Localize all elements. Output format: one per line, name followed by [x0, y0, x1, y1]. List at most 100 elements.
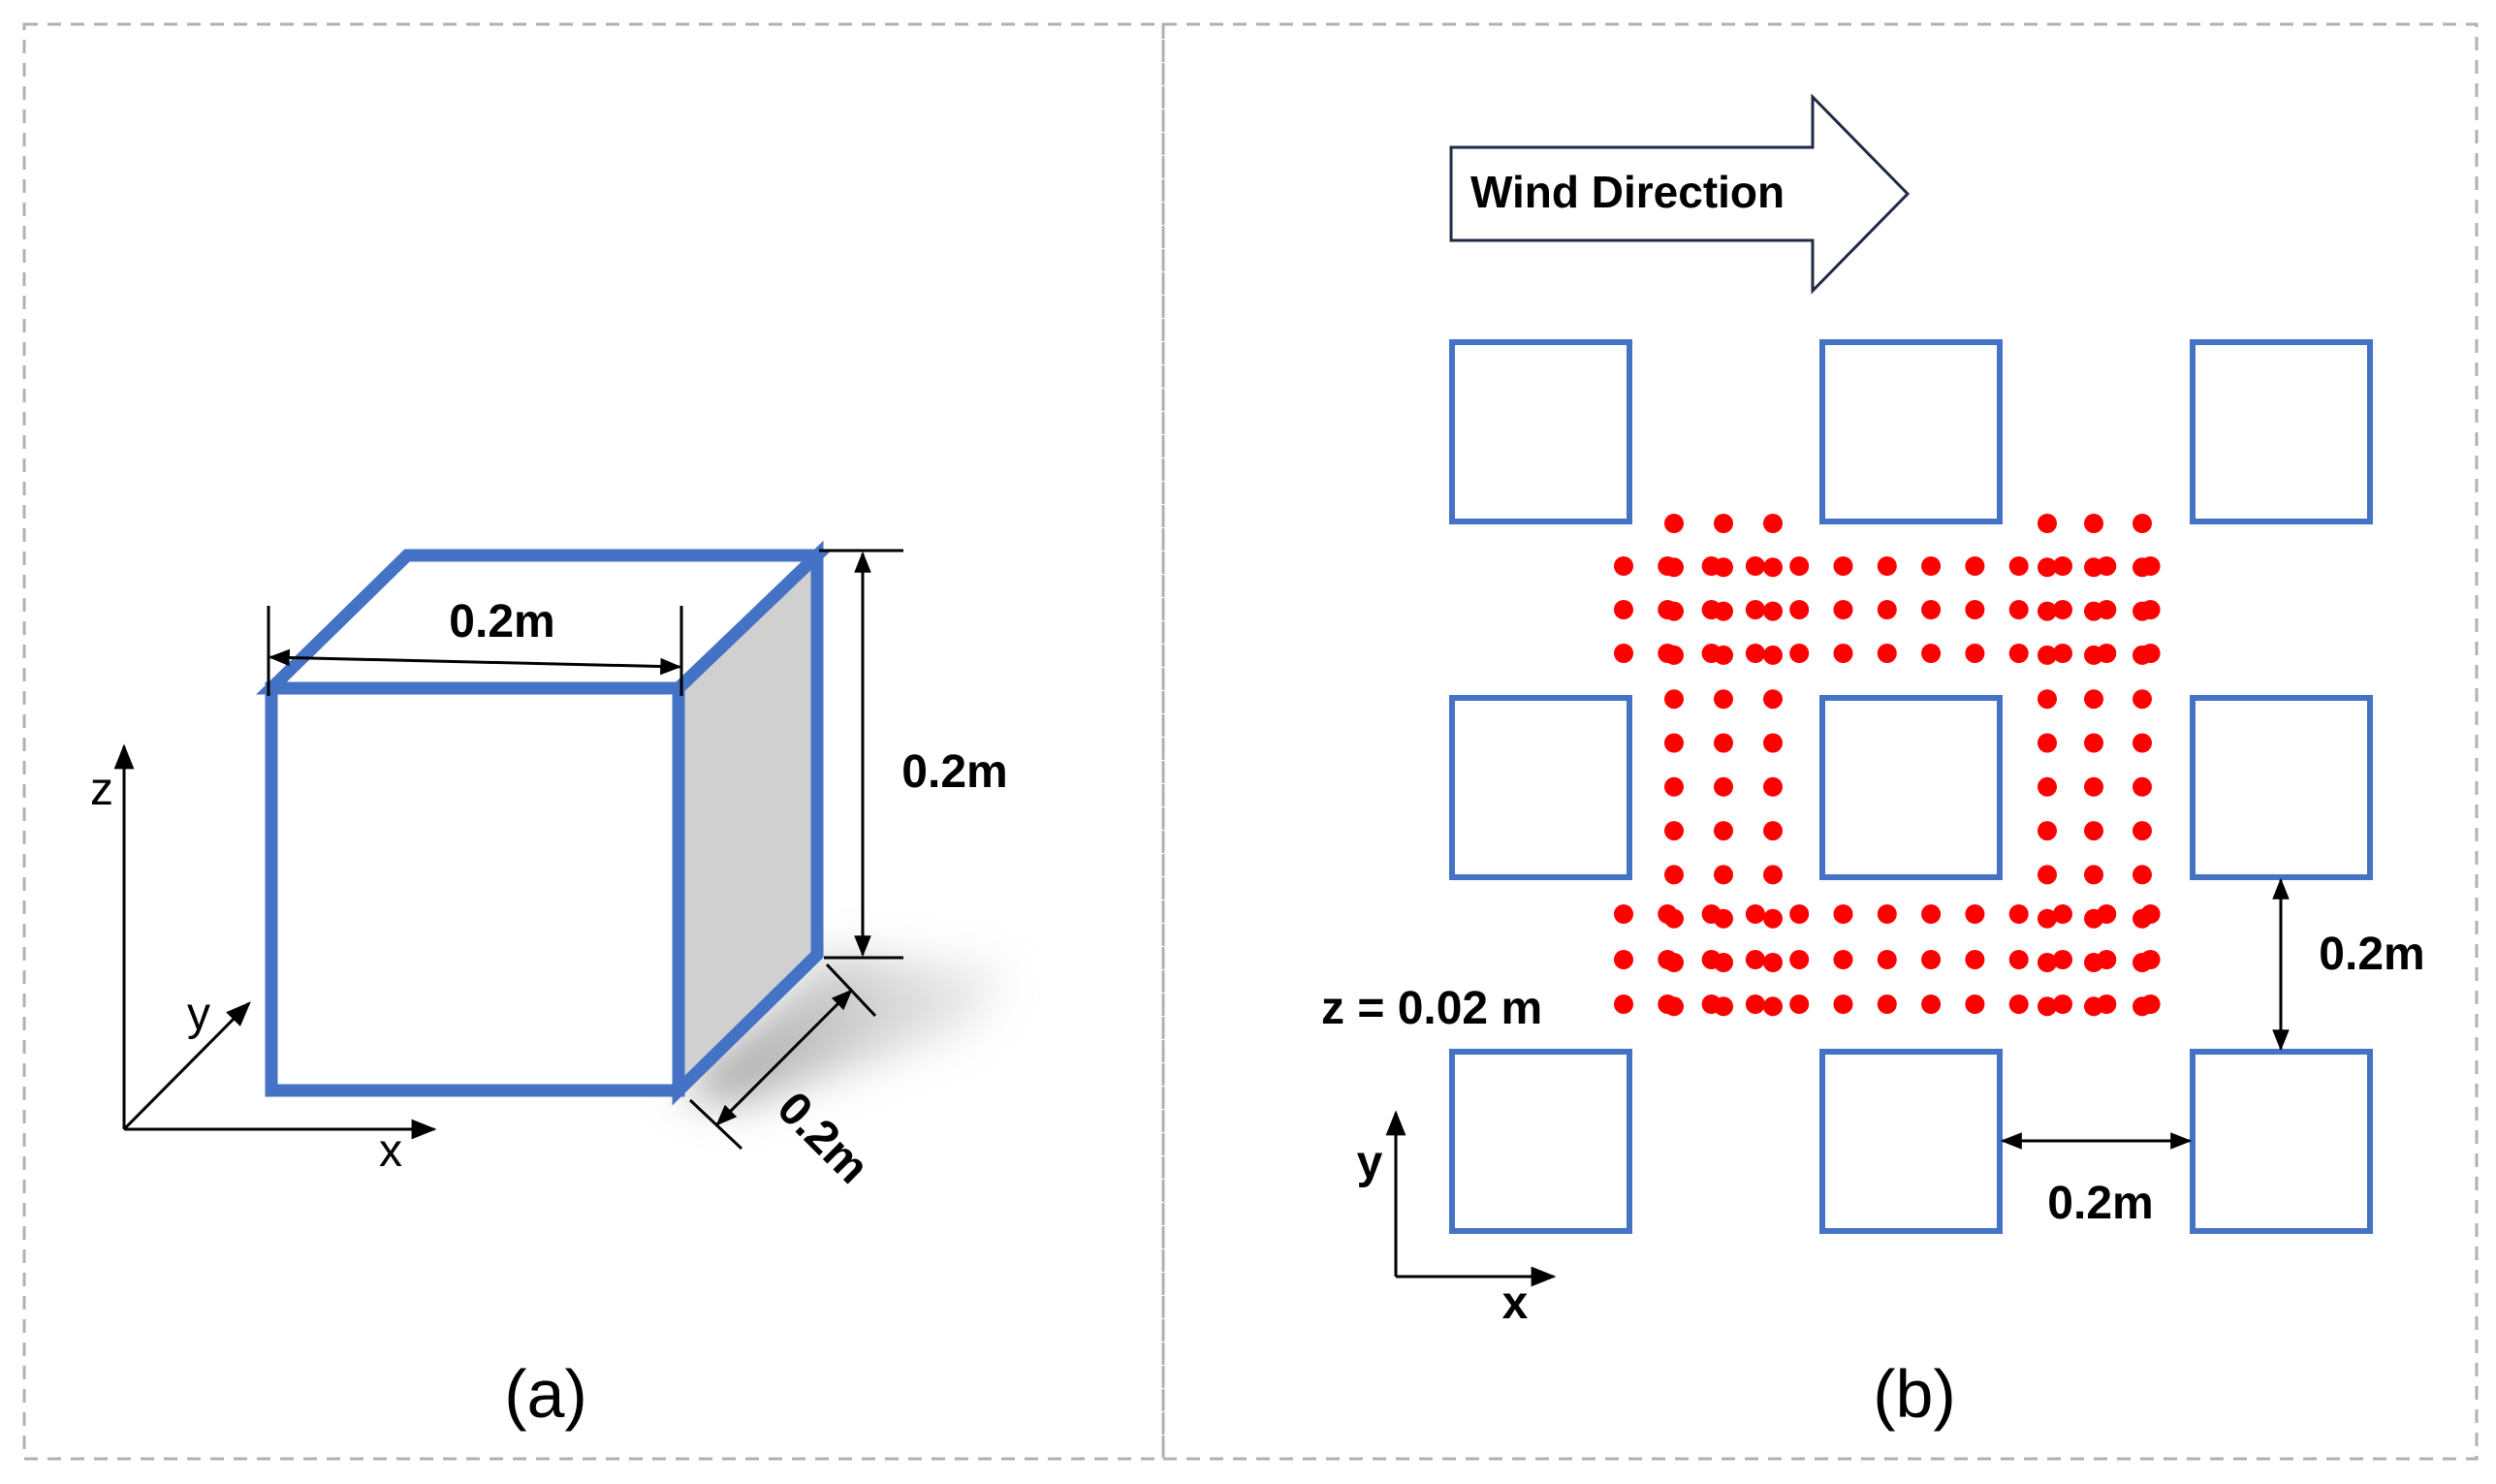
- block: [2190, 1049, 2373, 1234]
- block: [1449, 695, 1632, 880]
- sample-point: [1714, 514, 1733, 533]
- sample-point: [1745, 995, 1765, 1014]
- sample-point: [1965, 600, 1985, 619]
- sample-point: [1658, 644, 1678, 663]
- sample-point: [1745, 556, 1765, 576]
- sample-point: [1614, 995, 1633, 1014]
- sample-point: [2053, 904, 2072, 924]
- sample-points: [1614, 514, 2161, 1017]
- sample-point: [2084, 689, 2103, 710]
- sample-point: [2053, 950, 2072, 969]
- sample-point: [1763, 996, 1783, 1017]
- wind-direction-label: Wind Direction: [1470, 167, 1785, 217]
- wind-arrow-icon: [1449, 93, 1911, 295]
- sample-point: [1833, 904, 1853, 924]
- sample-point: [1664, 514, 1684, 533]
- sample-point: [1701, 904, 1722, 924]
- sample-point: [1745, 950, 1765, 969]
- sample-point: [1763, 953, 1783, 972]
- sample-point: [2140, 644, 2161, 663]
- block: [2190, 695, 2373, 880]
- sample-point: [2097, 644, 2117, 663]
- sample-point: [2038, 996, 2057, 1017]
- panel-a-label: (a): [504, 1356, 587, 1432]
- sample-point: [1763, 601, 1783, 621]
- sample-point: [1714, 821, 1733, 841]
- sample-point: [1877, 950, 1897, 969]
- sample-point: [2038, 776, 2057, 797]
- cube-front-face: [265, 681, 685, 1097]
- sample-point: [2133, 821, 2152, 841]
- sample-point: [1614, 556, 1633, 576]
- panel-b-label: (b): [1873, 1356, 1956, 1432]
- sample-point: [1701, 995, 1722, 1014]
- block: [1819, 1049, 2003, 1234]
- sample-point: [2038, 865, 2057, 885]
- sample-point: [1921, 556, 1942, 576]
- panel-a: 0.2m 0.2m 0.2m z x y (a): [90, 540, 1008, 1432]
- sample-point: [1877, 995, 1897, 1014]
- sample-point: [1664, 776, 1684, 797]
- sample-point: [1965, 950, 1985, 969]
- sample-point: [1965, 644, 1985, 663]
- sample-point: [1763, 645, 1783, 665]
- sample-point: [1701, 644, 1722, 663]
- sample-point: [2084, 733, 2103, 753]
- sample-point: [1745, 644, 1765, 663]
- sample-point: [1789, 995, 1810, 1014]
- sample-point: [1614, 950, 1633, 969]
- block: [1819, 695, 2003, 880]
- sample-point: [2140, 904, 2161, 924]
- axis-z-label: z: [90, 764, 113, 815]
- block: [1819, 339, 2003, 524]
- sample-point: [1614, 904, 1633, 924]
- sample-point: [1745, 600, 1765, 619]
- axis-y-b-label: y: [1357, 1137, 1383, 1188]
- sample-point: [2008, 904, 2029, 924]
- sample-point: [1921, 904, 1942, 924]
- sample-point: [1763, 776, 1783, 797]
- sample-point: [1877, 600, 1897, 619]
- sample-point: [2084, 865, 2103, 885]
- sample-point: [2053, 600, 2072, 619]
- sample-point: [2084, 514, 2103, 533]
- dim-depth-label: 0.2m: [768, 1083, 879, 1194]
- sample-point: [2038, 557, 2057, 578]
- sample-point: [1789, 950, 1810, 969]
- sample-point: [1965, 995, 1985, 1014]
- dim-depth-line: [715, 989, 853, 1126]
- sample-point: [2140, 600, 2161, 619]
- sample-point: [2038, 821, 2057, 841]
- sample-point: [2140, 950, 2161, 969]
- sample-point: [1763, 733, 1783, 753]
- sample-point: [1664, 733, 1684, 753]
- sample-point: [1714, 865, 1733, 885]
- sample-point: [1833, 995, 1853, 1014]
- sample-point: [2133, 733, 2152, 753]
- sample-point: [1658, 600, 1678, 619]
- sample-point: [1877, 904, 1897, 924]
- sample-point: [2053, 556, 2072, 576]
- sample-point: [2133, 865, 2152, 885]
- sample-point: [2008, 644, 2029, 663]
- sample-point: [2038, 601, 2057, 621]
- height-label: z = 0.02 m: [1321, 983, 1542, 1034]
- sample-point: [2133, 689, 2152, 710]
- sample-point: [1701, 950, 1722, 969]
- sample-point: [2140, 556, 2161, 576]
- sample-point: [2053, 995, 2072, 1014]
- sample-point: [1789, 644, 1810, 663]
- sample-point: [2097, 904, 2117, 924]
- gap-vertical-label: 0.2m: [2319, 929, 2424, 980]
- sample-point: [1763, 821, 1783, 841]
- sample-point: [1965, 904, 1985, 924]
- sample-point: [2038, 689, 2057, 710]
- sample-point: [2053, 644, 2072, 663]
- sample-point: [2097, 995, 2117, 1014]
- sample-point: [1714, 733, 1733, 753]
- sample-point: [1658, 995, 1678, 1014]
- sample-point: [1614, 600, 1633, 619]
- sample-point: [1877, 644, 1897, 663]
- sample-point: [1921, 950, 1942, 969]
